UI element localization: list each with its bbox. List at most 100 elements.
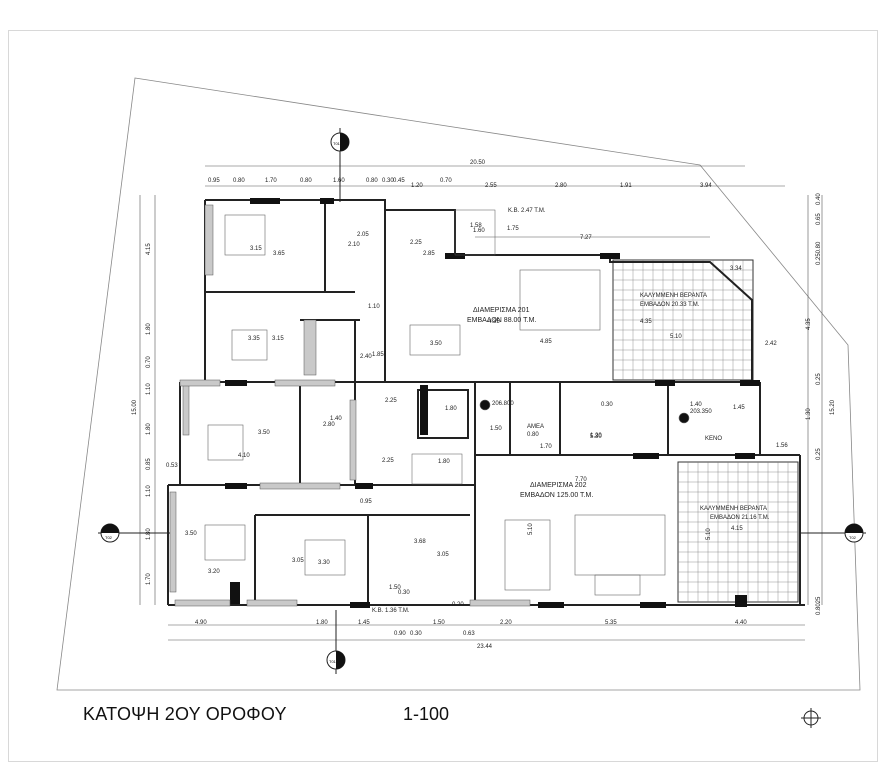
column-fills: [225, 198, 760, 608]
right-dimension-text: 0.40 0.65 0.250.80 4.35 0.25 1.30 0.25 1…: [806, 193, 836, 615]
dim-bottom-5: 2.20: [500, 620, 512, 626]
left-dimension-text: 4.15 1.80 0.70 1.10 1.80 0.85 1.10 1.80 …: [132, 243, 152, 585]
dim-bottom-6: 5.35: [605, 620, 617, 626]
room-dim-12: 4.35: [640, 319, 652, 325]
room-dim-33: 1.50: [490, 426, 502, 432]
dim-bottom-total: 23.44: [477, 644, 493, 650]
dim-right-2: 0.65: [816, 213, 822, 225]
kb-label-2: Κ.Β. 1.36 Τ.Μ.: [372, 608, 410, 614]
room-dim-38: 1.45: [733, 405, 745, 411]
dim-top-total: 20.50: [470, 160, 486, 166]
room-dim-8: 1.60: [473, 228, 485, 234]
dim-top-8: 0.45: [393, 178, 405, 184]
apartment-labels: ΔΙΑΜΕΡΙΣΜΑ 201 ΕΜΒΑΔΟΝ 88.00 Τ.Μ. ΔΙΑΜΕΡ…: [372, 208, 770, 614]
room-dim-23: 2.25: [385, 398, 397, 404]
dim-left-6: 0.85: [146, 458, 152, 470]
accessible-dim: 0.80: [527, 432, 539, 438]
dim-top-9: 1.20: [411, 183, 423, 189]
room-dim-7: 1.58: [470, 223, 482, 229]
dim-left-2: 1.80: [146, 323, 152, 335]
dimension-lines: [139, 165, 823, 641]
section-marker-top: T01: [330, 128, 350, 202]
section-marker-right: T02: [799, 523, 866, 543]
room-dim-21: 1.85: [372, 352, 384, 358]
section-markers: T01 T02 T01 T02: [98, 128, 866, 674]
dim-left-1: 4.15: [146, 243, 152, 255]
room-dim-29: 2.25: [382, 458, 394, 464]
dim-left-9: 1.70: [146, 573, 152, 585]
room-dim-22: 1.10: [368, 304, 380, 310]
room-dim-25: 2.80: [323, 422, 335, 428]
drawing-title: ΚΑΤΟΨΗ 2ΟΥ ΟΡΟΦΟΥ: [83, 704, 287, 724]
dim-right-1: 0.40: [816, 193, 822, 205]
veranda-1-name: ΚΑΛΥΜΜΕΝΗ ΒΕΡΑΝΤΑ: [640, 293, 707, 299]
room-dim-40: 1.40: [690, 402, 702, 408]
dim-top-1: 0.95: [208, 178, 220, 184]
section-marker-top-label: T01: [333, 141, 341, 146]
apartment-201-name: ΔΙΑΜΕΡΙΣΜΑ 201: [473, 307, 530, 314]
room-dim-48: 5.10: [528, 523, 534, 535]
dim-left-3: 0.70: [146, 356, 152, 368]
room-dim-10: 7.27: [580, 235, 592, 241]
room-dim-41: 7.70: [575, 477, 587, 483]
dim-top-14: 3.94: [700, 183, 712, 189]
dim-right-4: 4.35: [806, 318, 812, 330]
crosshair-icon: [801, 708, 821, 728]
dim-right-8: 0.8025: [816, 596, 822, 615]
dim-top-4: 0.80: [300, 178, 312, 184]
apartment-201-area: ΕΜΒΑΔΟΝ 88.00 Τ.Μ.: [467, 317, 536, 324]
section-marker-right-label: T02: [849, 535, 857, 540]
dim-top-3: 1.70: [265, 178, 277, 184]
room-dim-32: 0.95: [360, 499, 372, 505]
room-dim-36: 1.20: [590, 433, 602, 439]
site-boundary: [56, 77, 861, 691]
dim-top-11: 2.55: [485, 183, 497, 189]
dim-bottom-9: 0.30: [410, 631, 422, 637]
room-dim-3: 2.05: [357, 232, 369, 238]
dim-top-10: 0.70: [440, 178, 452, 184]
dim-top-7: 0.30: [382, 178, 394, 184]
dim-bottom-3: 1.45: [358, 620, 370, 626]
dim-left-4: 1.10: [146, 383, 152, 395]
room-dim-34: 1.70: [540, 444, 552, 450]
hatched-walls: [169, 204, 531, 607]
apartment-202-area: ΕΜΒΑΔΟΝ 125.00 Τ.Μ.: [520, 492, 593, 499]
room-dim-2: 3.65: [273, 251, 285, 257]
dim-left-7: 1.10: [146, 485, 152, 497]
room-dim-1: 3.15: [250, 246, 262, 252]
room-dim-26: 1.40: [330, 416, 342, 422]
kb-label-1: Κ.Β. 2.47 Τ.Μ.: [508, 208, 546, 214]
dimension-text: 20.50 0.95 0.80 1.70 0.80 1.60 0.80 0.30…: [195, 160, 747, 650]
level-mark-2: 203.350: [690, 409, 712, 415]
room-dim-39: 1.56: [776, 443, 788, 449]
room-dim-31: 0.53: [166, 463, 178, 469]
void-label: ΚΕΝΟ: [705, 436, 722, 442]
room-dim-19: 3.15: [272, 336, 284, 342]
dim-bottom-2: 1.80: [316, 620, 328, 626]
dim-right-3: 0.250.80: [816, 241, 822, 265]
room-dim-42: 3.50: [185, 531, 197, 537]
room-dim-13: 5.10: [670, 334, 682, 340]
room-dim-5: 2.25: [410, 240, 422, 246]
accessible-label: ΑΜΕΑ: [527, 424, 544, 430]
room-dim-46: 3.68: [414, 539, 426, 545]
section-marker-bottom-label: T01: [329, 659, 337, 664]
room-dim-11: 3.34: [730, 266, 742, 272]
drawing-scale: 1-100: [403, 704, 450, 724]
dim-bottom-10: 0.63: [463, 631, 475, 637]
room-dim-43: 3.20: [208, 569, 220, 575]
dim-bottom-4: 1.50: [433, 620, 445, 626]
dim-right-6: 1.30: [806, 408, 812, 420]
veranda-2-area: ΕΜΒΑΔΟΝ 21.16 Τ.Μ.: [710, 515, 770, 521]
dim-top-5: 1.60: [333, 178, 345, 184]
room-dim-27: 3.50: [258, 430, 270, 436]
room-dim-50: 4.15: [731, 526, 743, 532]
section-marker-bottom: T01: [326, 610, 346, 674]
room-dim-30: 1.80: [438, 459, 450, 465]
room-dim-16: 3.50: [430, 341, 442, 347]
veranda-2-name: ΚΑΛΥΜΜΕΝΗ ΒΕΡΑΝΤΑ: [700, 506, 767, 512]
dim-left-8: 1.80: [146, 528, 152, 540]
